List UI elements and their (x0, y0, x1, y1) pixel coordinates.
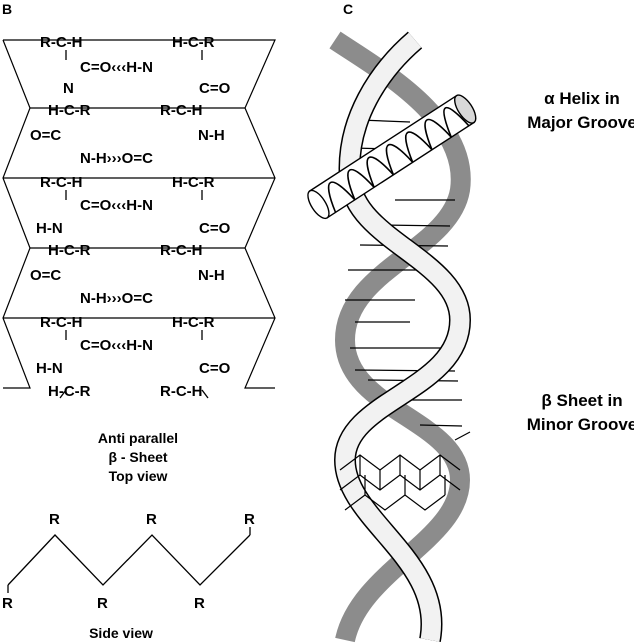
caption-line-1: Anti parallel (98, 430, 178, 446)
alpha-helix-label: α Helix in Major Groove (527, 89, 634, 132)
side-r-4: R (2, 595, 13, 612)
chem-row-16-right: R-C-H (160, 383, 203, 400)
chem-row-8: C=O‹‹‹H-N (80, 197, 153, 214)
alpha-helix-cylinder (307, 94, 477, 220)
chem-row-11-left: O=C (30, 267, 61, 284)
chem-row-13-left: R-C-H (40, 314, 83, 331)
side-r-3: R (244, 511, 255, 528)
panel-label-c: C (343, 1, 353, 17)
beta-sheet-label: β Sheet in Minor Groove (527, 391, 634, 434)
chem-row-13-right: H-C-R (172, 314, 215, 331)
side-view-zigzag (7, 527, 251, 593)
chem-row-1-right: H-C-R (172, 34, 215, 51)
side-r-1: R (49, 511, 60, 528)
alpha-label-line-2: Major Groove (527, 113, 634, 132)
side-view-caption: Side view (89, 625, 153, 641)
side-r-2: R (146, 511, 157, 528)
chem-row-5-left: O=C (30, 127, 61, 144)
chem-row-15-right: C=O (199, 360, 231, 377)
side-view-labels: R R R R R R (2, 511, 255, 612)
caption-line-2: β - Sheet (108, 449, 167, 465)
alpha-label-line-1: α Helix in (544, 89, 620, 108)
chem-row-4-right: R-C-H (160, 102, 203, 119)
chem-row-4-left: H-C-R (48, 102, 91, 119)
chem-row-3-left: N (63, 80, 74, 97)
chem-row-5-right: N-H (198, 127, 225, 144)
panel-label-b: B (2, 1, 12, 17)
chem-row-2: C=O‹‹‹H-N (80, 59, 153, 76)
chem-row-9-right: C=O (199, 220, 231, 237)
side-r-5: R (97, 595, 108, 612)
chem-row-14: C=O‹‹‹H-N (80, 337, 153, 354)
dna-helix (307, 31, 477, 643)
chem-row-12: N-H›››O=C (80, 290, 153, 307)
chem-row-7-left: R-C-H (40, 174, 83, 191)
chem-row-7-right: H-C-R (172, 174, 215, 191)
beta-sheet-chemistry: R-C-H H-C-R C=O‹‹‹H-N N C=O H-C-R R-C-H … (30, 34, 231, 400)
chem-row-10-right: R-C-H (160, 242, 203, 259)
chem-row-9-left: H-N (36, 220, 63, 237)
chem-row-10-left: H-C-R (48, 242, 91, 259)
minor-groove-beta-sheet (339, 431, 471, 511)
beta-sheet-outline (2, 39, 276, 389)
chem-row-16-left: H-C-R (48, 383, 91, 400)
chem-row-11-right: N-H (198, 267, 225, 284)
chem-row-6: N-H›››O=C (80, 150, 153, 167)
beta-sheet-strands (59, 50, 209, 399)
side-r-6: R (194, 595, 205, 612)
beta-label-line-2: Minor Groove (527, 415, 634, 434)
beta-sheet-caption: Anti parallel β - Sheet Top view (98, 430, 178, 484)
beta-label-line-1: β Sheet in (541, 391, 622, 410)
chem-row-1-left: R-C-H (40, 34, 83, 51)
chem-row-15-left: H-N (36, 360, 63, 377)
caption-line-3: Top view (109, 468, 168, 484)
chem-row-3-right: C=O (199, 80, 231, 97)
